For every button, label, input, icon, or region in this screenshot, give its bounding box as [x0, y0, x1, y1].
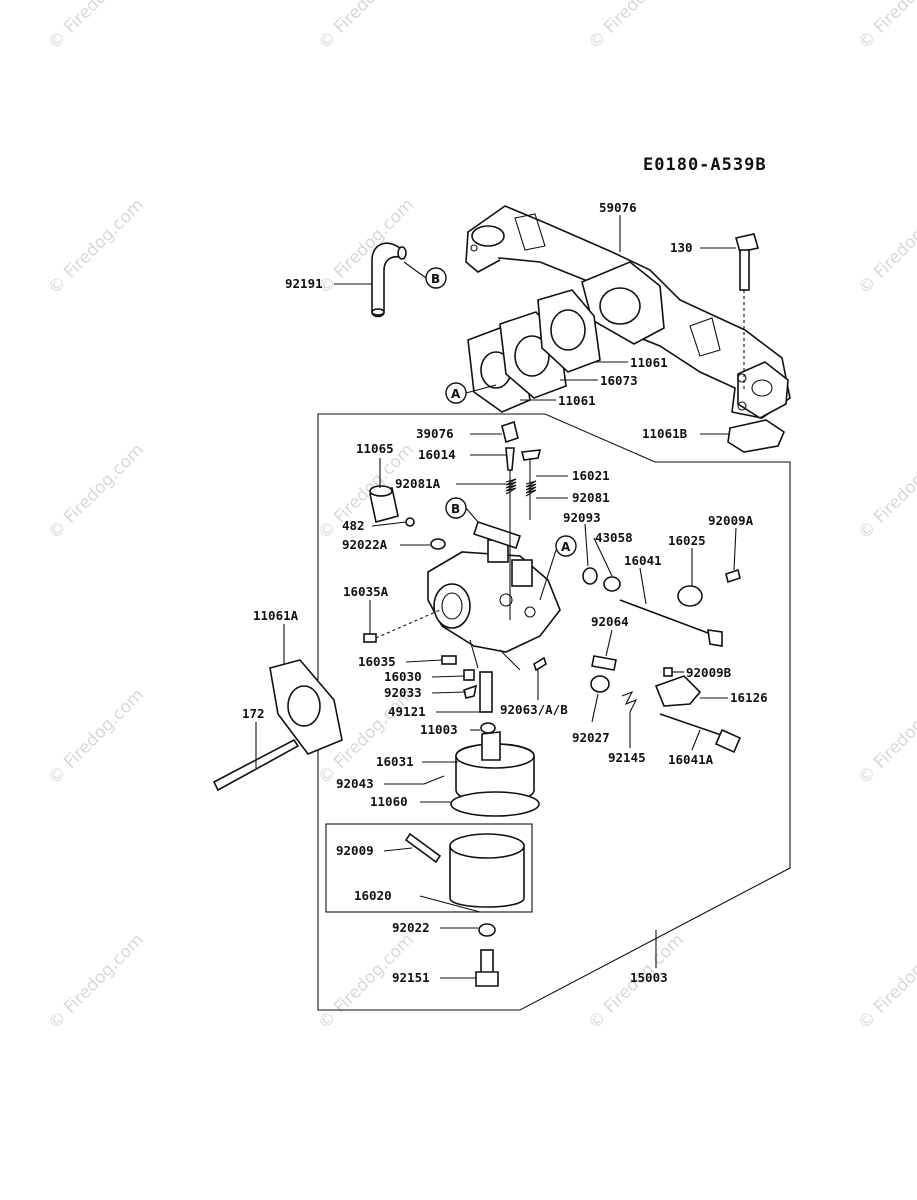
watermark: © Firedog.com: [44, 440, 148, 544]
callout-letter: B: [431, 272, 440, 286]
label-16021: 16021: [572, 468, 610, 483]
callout-b-top: B: [425, 267, 447, 289]
label-92145: 92145: [608, 750, 646, 765]
label-16035: 16035: [358, 654, 396, 669]
label-11060: 11060: [370, 794, 408, 809]
small-parts-drawing: [363, 420, 742, 754]
watermark: © Firedog.com: [44, 195, 148, 299]
label-92191: 92191: [285, 276, 323, 291]
carburetor-body-drawing: [427, 520, 561, 671]
callout-letter: B: [451, 502, 460, 516]
label-11061b: 11061B: [642, 426, 688, 441]
callout-a-body: A: [555, 535, 577, 557]
label-16014: 16014: [418, 447, 456, 462]
label-130: 130: [670, 240, 693, 255]
diagram-code: E0180-A539B: [643, 155, 767, 175]
callout-b-body: B: [445, 497, 467, 519]
label-482: 482: [342, 518, 365, 533]
label-11065: 11065: [356, 441, 394, 456]
label-92009b: 92009B: [686, 665, 732, 680]
watermark: © Firedog.com: [584, 0, 688, 54]
label-11061a: 11061A: [253, 608, 299, 623]
drain-bolt-92151-drawing: [475, 949, 499, 987]
label-11003: 11003: [420, 722, 458, 737]
watermark: © Firedog.com: [854, 685, 917, 789]
label-43058: 43058: [595, 530, 633, 545]
part-labels: 59076 130 92191 11061 16073 11061 11061B…: [242, 200, 768, 985]
label-15003: 15003: [630, 970, 668, 985]
label-92009: 92009: [336, 843, 374, 858]
label-16031: 16031: [376, 754, 414, 769]
gasket-11061b-drawing: [727, 419, 785, 453]
float-subassembly-box: [325, 823, 533, 913]
watermark: © Firedog.com: [854, 440, 917, 544]
watermark: © Firedog.com: [314, 0, 418, 54]
label-59076: 59076: [599, 200, 637, 215]
bolt-130-drawing: [734, 233, 760, 390]
label-92063-a-b: 92063/A/B: [500, 702, 568, 717]
watermark: © Firedog.com: [854, 930, 917, 1034]
label-92093: 92093: [563, 510, 601, 525]
label-16025: 16025: [668, 533, 706, 548]
carburetor-assembly-outline: [317, 413, 791, 1011]
label-11061-upper: 11061: [630, 355, 668, 370]
label-92081a: 92081A: [395, 476, 441, 491]
label-172: 172: [242, 706, 265, 721]
callout-letter: A: [561, 540, 571, 554]
label-92033: 92033: [384, 685, 422, 700]
label-16041a: 16041A: [668, 752, 714, 767]
label-92022: 92022: [392, 920, 430, 935]
label-92081: 92081: [572, 490, 610, 505]
float-drawing: [404, 832, 525, 908]
callout-a-left: A: [445, 382, 467, 404]
label-92151: 92151: [392, 970, 430, 985]
label-16035a: 16035A: [343, 584, 389, 599]
label-49121: 49121: [388, 704, 426, 719]
manifold-gaskets-drawing: [467, 289, 601, 413]
label-16020: 16020: [354, 888, 392, 903]
label-39076: 39076: [416, 426, 454, 441]
watermark: © Firedog.com: [44, 0, 148, 54]
label-92009a: 92009A: [708, 513, 754, 528]
label-16030: 16030: [384, 669, 422, 684]
label-11061-lower: 11061: [558, 393, 596, 408]
washer-92022-drawing: [478, 923, 496, 937]
leader-lines: [255, 215, 737, 979]
label-92064: 92064: [591, 614, 629, 629]
callout-letter: A: [451, 387, 461, 401]
watermark: © Firedog.com: [44, 685, 148, 789]
intake-manifold-drawing: [465, 205, 791, 419]
gasket-11061a-drawing: [269, 659, 343, 755]
watermark: © Firedog.com: [44, 930, 148, 1034]
elbow-hose-drawing: [371, 242, 407, 318]
label-16126: 16126: [730, 690, 768, 705]
watermark: © Firedog.com: [854, 195, 917, 299]
label-92043: 92043: [336, 776, 374, 791]
float-bowl-drawing: [423, 731, 540, 817]
label-16073: 16073: [600, 373, 638, 388]
label-92022a: 92022A: [342, 537, 388, 552]
label-16041: 16041: [624, 553, 662, 568]
label-92027: 92027: [572, 730, 610, 745]
watermark: © Firedog.com: [854, 0, 917, 54]
